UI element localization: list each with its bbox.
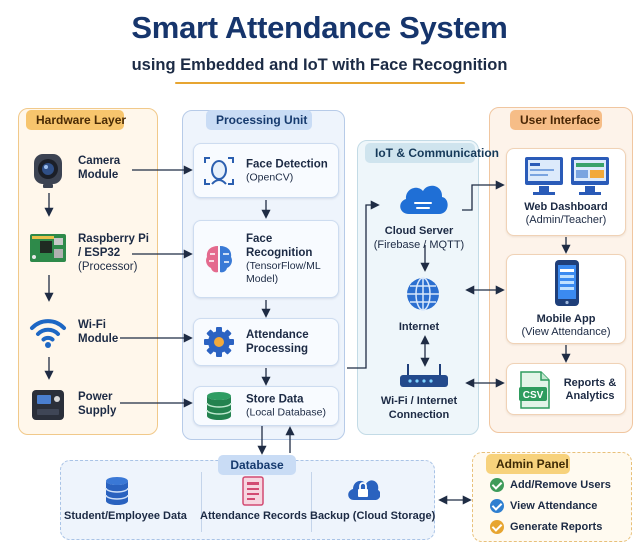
check-icon <box>490 499 504 513</box>
monitor-icon <box>525 157 609 195</box>
student-employee-data-label: Student/Employee Data <box>64 510 187 522</box>
document-icon <box>242 476 264 506</box>
gear-icon <box>204 327 234 357</box>
mobile-app-sub: (View Attendance) <box>521 326 611 338</box>
database-divider <box>201 472 202 532</box>
check-icon <box>490 478 504 492</box>
circuit-board-icon <box>30 234 66 262</box>
face-detection-tech: (OpenCV) <box>246 171 294 183</box>
cloud-server-label: Cloud Server (Firebase / MQTT) <box>373 225 465 251</box>
face-scan-icon <box>204 156 234 185</box>
admin-panel-label: Admin Panel <box>486 454 570 474</box>
attendance-records-label: Attendance Records <box>200 510 307 522</box>
smartphone-icon <box>555 260 579 306</box>
web-dashboard-card: Web Dashboard (Admin/Teacher) <box>506 148 626 236</box>
power-supply-icon <box>32 390 64 420</box>
arrow-cloud-to-dashboard <box>462 180 505 211</box>
face-detection-title: Face Detection <box>246 158 328 170</box>
wifi-icon <box>30 319 66 348</box>
store-data-card: Store Data (Local Database) <box>193 386 339 426</box>
svg-text:CSV: CSV <box>523 390 544 401</box>
subtitle-underline <box>175 82 465 84</box>
face-detection-card: Face Detection (OpenCV) <box>193 143 339 198</box>
power-supply-label: Power Supply <box>78 391 117 417</box>
hardware-layer-label: Hardware Layer <box>26 110 126 130</box>
mobile-app-card: Mobile App (View Attendance) <box>506 254 626 344</box>
database-divider <box>311 472 312 532</box>
admin-item-generate-reports: Generate Reports <box>490 520 602 534</box>
check-icon <box>490 520 504 534</box>
cloud-lock-icon <box>348 480 380 500</box>
globe-icon <box>407 277 439 311</box>
camera-icon <box>34 154 62 188</box>
store-data-title: Store Data <box>246 393 304 406</box>
brain-icon <box>206 246 232 273</box>
diagram-subtitle: using Embedded and IoT with Face Recogni… <box>131 56 508 74</box>
router-icon <box>400 364 448 387</box>
reports-title: Reports & <box>563 377 617 389</box>
backup-cloud-storage-label: Backup (Cloud Storage) <box>310 510 436 522</box>
database-label: Database <box>218 455 296 475</box>
processor-label: Raspberry Pi / ESP32 (Processor) <box>78 233 149 273</box>
cloud-icon <box>400 185 448 214</box>
reports-analytics-card: CSV Reports & Analytics <box>506 363 626 415</box>
wifi-connection-label: Wi-Fi / Internet Connection <box>380 395 458 421</box>
processing-unit-label: Processing Unit <box>206 110 312 130</box>
database-icon <box>105 477 129 505</box>
analytics-title: Analytics <box>565 390 615 402</box>
admin-item-view-attendance: View Attendance <box>490 499 597 513</box>
admin-item-add-remove-users: Add/Remove Users <box>490 478 611 492</box>
mobile-app-title: Mobile App <box>536 313 596 325</box>
database-icon <box>206 392 232 420</box>
csv-file-icon: CSV <box>519 371 550 409</box>
iot-communication-label: IoT & Communication <box>365 143 499 163</box>
wifi-module-label: Wi-Fi Module <box>78 319 119 345</box>
web-dashboard-sub: (Admin/Teacher) <box>525 214 607 226</box>
internet-label: Internet <box>398 321 440 333</box>
web-dashboard-title: Web Dashboard <box>524 201 608 213</box>
camera-module-label: Camera Module <box>78 155 121 181</box>
store-data-sub: (Local Database) <box>246 406 326 419</box>
user-interface-label: User Interface <box>510 110 602 130</box>
diagram-title: Smart Attendance System <box>131 10 508 45</box>
arrow-processing-to-cloud <box>347 200 380 369</box>
